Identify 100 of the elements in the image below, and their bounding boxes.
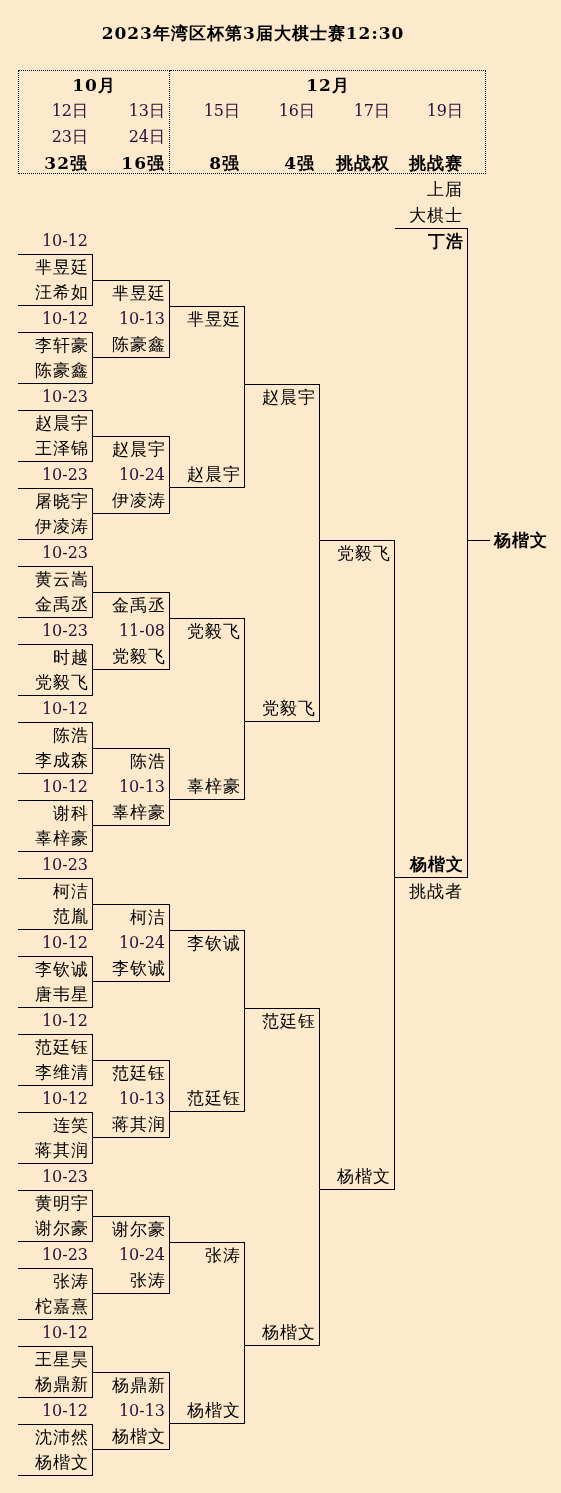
bracket-slot: 时越	[18, 644, 93, 670]
bracket-slot: 蒋其润	[18, 1138, 93, 1164]
bracket-slot: 黄云嵩	[18, 566, 93, 592]
bracket-line	[92, 410, 93, 437]
bracket-line	[92, 669, 93, 696]
bracket-line	[92, 644, 93, 670]
bracket-line	[92, 1137, 93, 1164]
bracket-line	[319, 540, 320, 722]
round-label: 挑战赛	[409, 153, 463, 173]
bracket-line	[92, 1449, 93, 1476]
bracket-slot: 赵晨宇	[18, 410, 93, 436]
bracket-slot: 谢尔豪	[93, 1216, 170, 1242]
month-label: 10月	[72, 75, 116, 95]
bracket-slot: 赵晨宇	[170, 462, 245, 488]
node-label: 上届	[427, 179, 463, 199]
bracket-line	[92, 1034, 93, 1061]
winner-name: 杨楷文	[490, 527, 548, 553]
bracket-slot: 柁嘉熹	[18, 1294, 93, 1320]
bracket-slot: 党毅飞	[320, 540, 395, 566]
bracket-slot: 李轩豪	[18, 332, 93, 358]
day-label: 15日	[203, 101, 240, 121]
match-date: 10-24	[118, 933, 165, 953]
bracket-slot: 汪希如	[18, 280, 93, 306]
bracket-line	[92, 1424, 93, 1450]
match-date: 10-12	[41, 699, 88, 719]
bracket-slot: 金禹丞	[93, 592, 170, 618]
bracket-line	[169, 1060, 170, 1112]
bracket-line	[92, 1372, 93, 1398]
bracket-slot: 沈沛然	[18, 1424, 93, 1450]
bracket-line	[92, 436, 93, 462]
day-label: 12日	[51, 101, 88, 121]
round-label: 8强	[209, 153, 240, 173]
bracket-slot: 李维清	[18, 1060, 93, 1086]
bracket-line	[169, 1242, 170, 1294]
bracket-line	[169, 436, 170, 488]
bracket-line	[244, 721, 245, 800]
day-label: 19日	[426, 101, 463, 121]
bracket-slot: 李钦诚	[170, 930, 245, 956]
bracket-slot: 柯洁	[93, 904, 170, 930]
bracket-slot: 党毅飞	[18, 670, 93, 696]
match-date: 11-08	[118, 621, 165, 641]
bracket-line	[244, 1242, 245, 1346]
bracket-line	[92, 1346, 93, 1373]
bracket-slot: 芈昱廷	[170, 306, 245, 332]
bracket-slot: 芈昱廷	[18, 254, 93, 280]
bracket-line	[169, 1111, 170, 1138]
bracket-line	[319, 1189, 320, 1346]
match-date: 10-12	[41, 1089, 88, 1109]
bracket-line	[169, 618, 170, 670]
round-label: 4强	[284, 153, 315, 173]
match-date: 10-12	[41, 1401, 88, 1421]
bracket-slot: 唐韦星	[18, 982, 93, 1008]
bracket-slot: 张涛	[170, 1242, 245, 1268]
bracket-line	[92, 722, 93, 749]
round-label: 32强	[44, 153, 88, 173]
bracket-line	[169, 1216, 170, 1243]
bracket-slot: 芈昱廷	[93, 280, 170, 306]
bracket-line	[92, 981, 93, 1008]
match-date: 10-23	[41, 543, 88, 563]
bracket-slot: 谢尔豪	[18, 1216, 93, 1242]
bracket-line	[244, 930, 245, 1009]
bracket-slot: 杨鼎新	[93, 1372, 170, 1398]
bracket-line	[169, 904, 170, 931]
bracket-slot: 柯洁	[18, 878, 93, 904]
bracket-slot: 伊凌涛	[93, 488, 170, 514]
bracket-line	[92, 800, 93, 826]
bracket-slot: 陈豪鑫	[18, 358, 93, 384]
bracket-line	[92, 280, 93, 306]
bracket-line	[169, 487, 170, 514]
day-label: 17日	[353, 101, 390, 121]
bracket-slot: 辜梓豪	[18, 826, 93, 852]
match-date: 10-13	[118, 1089, 165, 1109]
bracket-line	[244, 306, 245, 385]
bracket-line	[169, 1423, 170, 1450]
bracket-line	[92, 956, 93, 982]
bracket-slot: 杨楷文	[395, 852, 468, 878]
bracket-line	[92, 1216, 93, 1242]
match-date: 10-24	[118, 465, 165, 485]
bracket-line	[92, 1268, 93, 1294]
bracket-slot: 范廷钰	[18, 1034, 93, 1060]
match-date: 10-12	[41, 777, 88, 797]
bracket-slot: 范廷钰	[93, 1060, 170, 1086]
bracket-line	[244, 1345, 245, 1424]
bracket-line	[467, 540, 491, 878]
match-date: 10-13	[118, 309, 165, 329]
bracket-line	[319, 384, 320, 541]
bracket-line	[244, 618, 245, 722]
bracket-slot: 杨楷文	[320, 1164, 395, 1190]
match-date: 10-12	[41, 1323, 88, 1343]
bracket-line	[92, 1112, 93, 1138]
match-date: 10-13	[118, 777, 165, 797]
bracket-slot: 陈浩	[18, 722, 93, 748]
bracket-line	[92, 513, 93, 540]
match-date: 10-23	[41, 621, 88, 641]
bracket-slot: 连笑	[18, 1112, 93, 1138]
bracket-line	[394, 877, 395, 1190]
day-label: 24日	[128, 127, 165, 147]
bracket-slot: 陈豪鑫	[93, 332, 170, 358]
match-date: 10-23	[41, 855, 88, 875]
bracket-line	[169, 799, 170, 826]
